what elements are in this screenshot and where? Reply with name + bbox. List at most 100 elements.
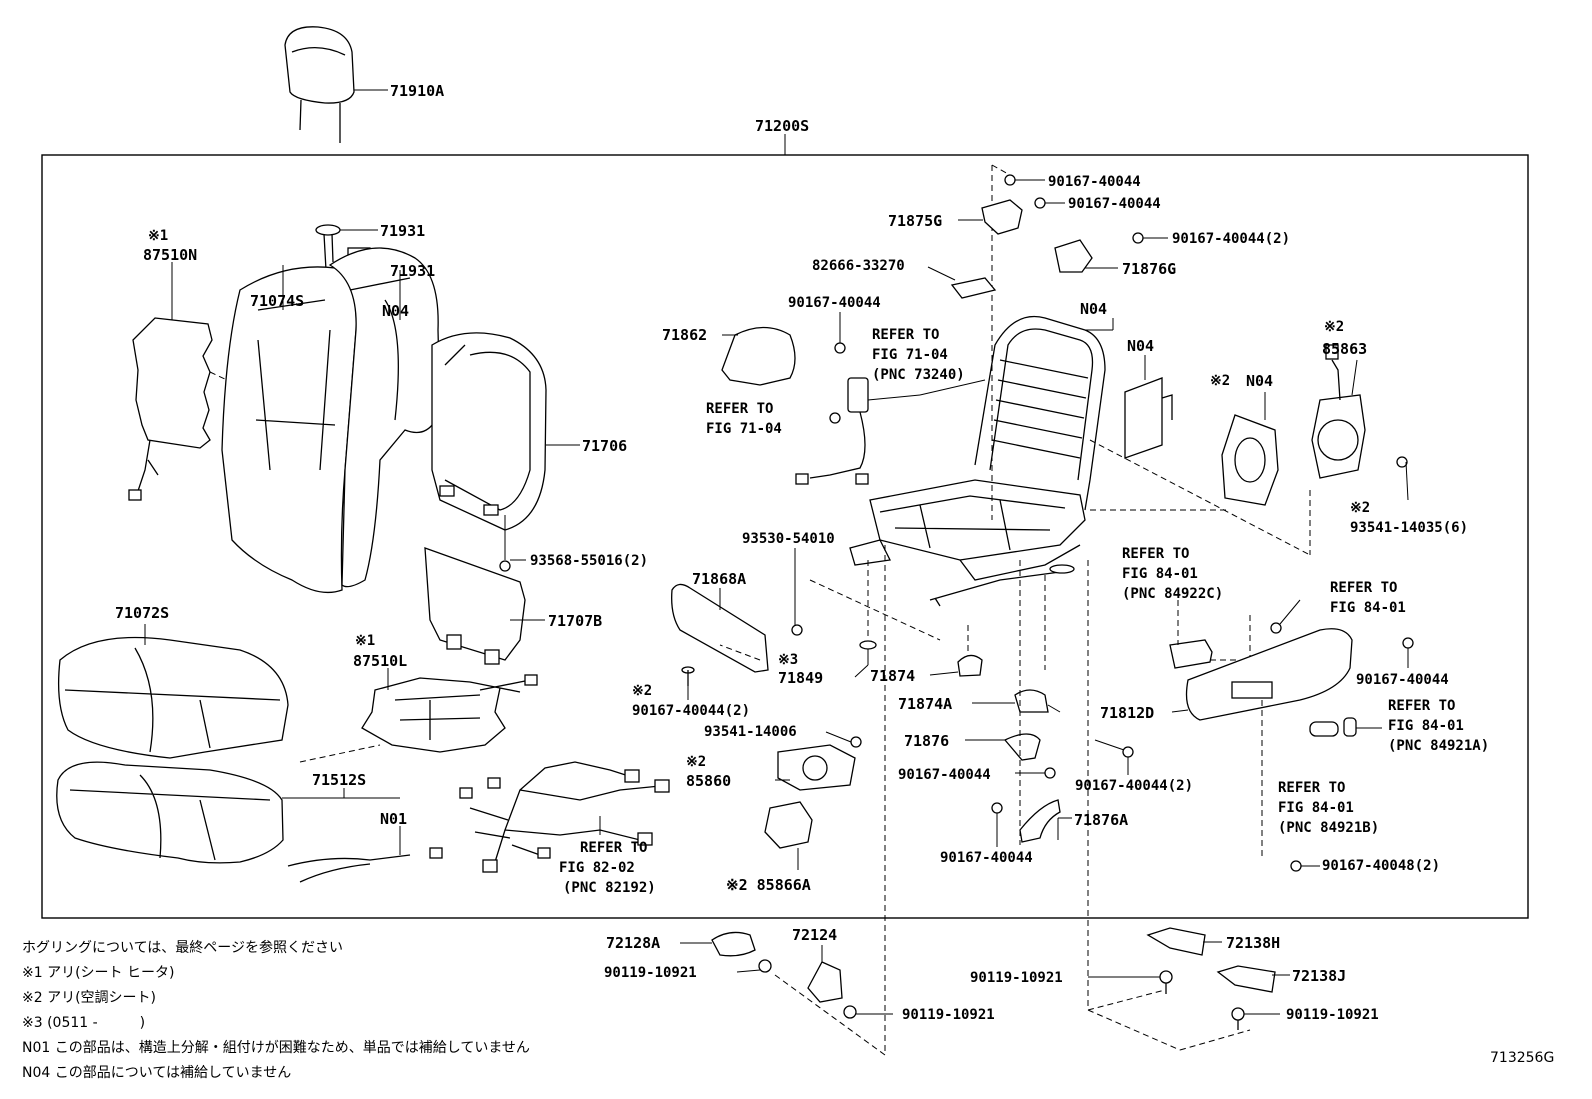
cover-72138h-drawing [1146,927,1222,956]
wire-harness-drawing [459,761,670,873]
label-71931-b: 71931 [390,262,435,280]
clip-82666-drawing [927,266,997,299]
label-71862: 71862 [662,326,707,344]
label-71876a: 71876A [1074,811,1128,829]
label-71812d: 71812D [1100,704,1154,722]
label-71849-mark: ※3 [778,652,798,668]
label-71512s: 71512S [312,771,366,789]
label-71849: 71849 [778,669,823,687]
label-72138h: 72138H [1226,934,1280,952]
label-82666: 82666-33270 [812,258,905,274]
seat-belt-buckle-drawing [795,377,986,485]
screw-refer-8401-drawing [1270,599,1301,634]
top-bolts-drawing [991,164,1168,520]
label-87510n-mark: ※1 [148,228,168,244]
label-82192-r2: FIG 82-02 [559,860,635,876]
label-71931-a: 71931 [380,222,425,240]
screw-93530-drawing [791,548,803,636]
heater-wire-drawing [287,826,443,883]
bolt-90167-left-drawing [681,666,695,700]
label-85863: 85863 [1322,340,1367,358]
label-90167-2: 90167-40044 [1068,196,1161,212]
connector-84922c-drawing [1169,600,1251,669]
footnotes: ホグリングについては、最終ページを参照ください ※1 アリ(シート ヒータ) ※… [22,936,530,1086]
label-84922-r3: (PNC 84922C) [1122,586,1223,602]
cover-71876a-drawing [1019,799,1072,843]
label-90167-5-mark: ※2 [632,683,652,699]
fan-n04-drawing [1221,392,1279,506]
label-84922-r1: REFER TO [1122,546,1189,562]
seat-heater-drawing [299,668,538,763]
label-n04-d-mark: ※2 [1210,373,1230,389]
label-71074s: 71074S [250,292,304,310]
label-71707b: 71707B [548,612,602,630]
knob-84921a-drawing [1309,717,1382,737]
label-87510l: 87510L [353,652,407,670]
label-82192-r1: REFER TO [580,840,647,856]
screw-93541-14006-drawing [825,731,862,748]
label-8401-r1: REFER TO [1330,580,1397,596]
module-85866a-drawing [764,801,813,870]
headrest-drawing [284,26,388,143]
label-n04-b: N04 [1080,300,1107,318]
screw-90119-1-drawing [736,959,772,973]
label-90167-3: 90167-40044(2) [1172,231,1290,247]
label-90167-5: 90167-40044(2) [632,703,750,719]
dashed-guides-drawing [719,545,1251,1055]
cover-71862-drawing [721,312,846,386]
label-72128a: 72128A [606,934,660,952]
blower-85863-drawing [1311,344,1366,479]
label-7104-r2: FIG 71-04 [706,421,782,437]
label-71876: 71876 [904,732,949,750]
label-n04-d: N04 [1246,372,1273,390]
label-93541-06: 93541-14006 [704,724,797,740]
cover-71868a-drawing [671,583,769,673]
label-71910a: 71910A [390,82,444,100]
side-cover-71812d-drawing [1171,628,1414,721]
bolt-90167-40048-drawing [1261,700,1320,872]
label-90167-6: 90167-40044 [898,767,991,783]
label-71868a: 71868A [692,570,746,588]
seatback-board-drawing [424,515,545,665]
cover-71874a-drawing [972,689,1061,713]
label-84921b-r2: FIG 84-01 [1278,800,1354,816]
label-90167-48: 90167-40048(2) [1322,858,1440,874]
cover-71875g-drawing [958,199,1023,235]
label-90167-4: 90167-40044 [788,295,881,311]
figure-id: 713256G [1490,1050,1555,1066]
note-hog-ring: ホグリングについては、最終ページを参照ください [22,940,344,956]
label-85863-mark: ※2 [1324,319,1344,335]
label-71874: 71874 [870,667,915,685]
label-85860-mark: ※2 [686,754,706,770]
label-73240-r2: FIG 71-04 [872,347,948,363]
part-labels: 71910A 71200S 71931 71931 ※1 87510N 7107… [115,82,1489,1023]
label-73240-r1: REFER TO [872,327,939,343]
label-84922-r2: FIG 84-01 [1122,566,1198,582]
label-93530: 93530-54010 [742,531,835,547]
label-7104-r1: REFER TO [706,401,773,417]
note-mark-3: ※3 (0511 - ) [22,1015,146,1031]
label-85860: 85860 [686,772,731,790]
label-90167-1: 90167-40044 [1048,174,1141,190]
label-72138j: 72138J [1292,967,1346,985]
backrest-pad-n04-drawing [1124,355,1173,459]
seat-cushion-pad-drawing [56,761,400,864]
label-87510l-mark: ※1 [355,633,375,649]
seatback-pad-drawing [431,332,580,531]
label-71200s: 71200S [755,117,809,135]
label-84921a-r3: (PNC 84921A) [1388,738,1489,754]
label-71706: 71706 [582,437,627,455]
label-87510n: 87510N [143,246,197,264]
note-mark-1: ※1 アリ(シート ヒータ) [22,965,175,981]
cover-72138j-drawing [1216,965,1290,993]
label-71875g: 71875G [888,212,942,230]
screw-90119-4-drawing [1231,1007,1280,1030]
label-84921a-r2: FIG 84-01 [1388,718,1464,734]
note-n01: N01 この部品は、構造上分解・組付けが困難なため、単品では補給していません [22,1040,530,1056]
seatback-cover-drawing [221,247,441,594]
label-90167-7: 90167-40044(2) [1075,778,1193,794]
label-n01: N01 [380,810,407,828]
label-71072s: 71072S [115,604,169,622]
screw-90119-2-drawing [843,1005,893,1019]
